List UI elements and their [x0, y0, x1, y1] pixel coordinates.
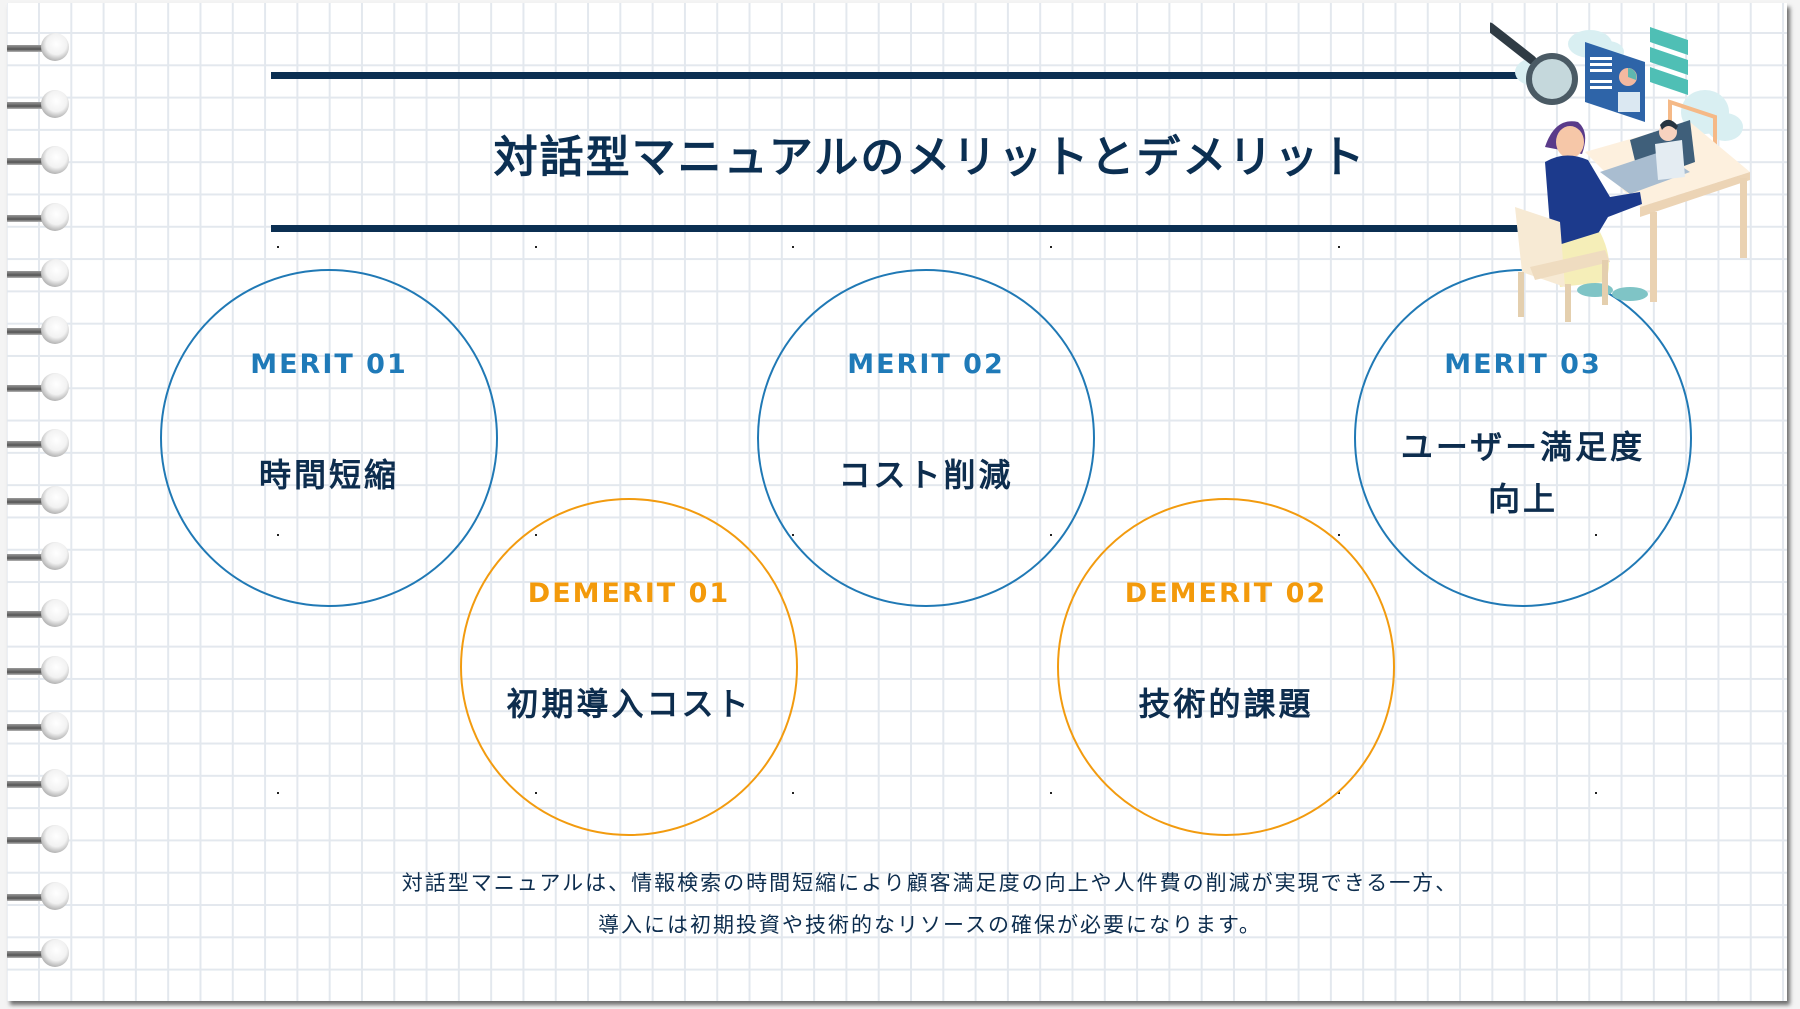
- decor-dot: [792, 246, 794, 248]
- merit-text-line-1: ユーザー満足度: [1400, 428, 1646, 466]
- binder-ring: [7, 90, 71, 120]
- merit-label: MERIT 02: [847, 349, 1005, 380]
- binder-ring: [7, 316, 71, 346]
- binder-ring: [7, 203, 71, 233]
- decor-dot: [1595, 792, 1597, 794]
- remote-person-icon: [1655, 119, 1685, 180]
- info-cards-icon: [1650, 27, 1688, 95]
- decor-dot: [535, 246, 537, 248]
- binder-ring: [7, 939, 71, 969]
- demerit-text: 技術的課題: [1138, 685, 1314, 723]
- binder-ring: [7, 373, 71, 403]
- chair-icon: [1515, 207, 1610, 322]
- binder-ring: [7, 486, 71, 516]
- merit-label: MERIT 03: [1444, 349, 1602, 380]
- merit-label: MERIT 01: [250, 349, 408, 380]
- demerit-circle-2: DEMERIT 02 技術的課題: [1057, 498, 1395, 836]
- merit-text: コスト削減: [838, 456, 1014, 494]
- binder-ring: [7, 542, 71, 572]
- decor-dot: [1338, 534, 1340, 536]
- magnifier-icon: [1490, 22, 1578, 105]
- binder-ring: [7, 769, 71, 799]
- binder-ring: [7, 825, 71, 855]
- demerit-circle-1: DEMERIT 01 初期導入コスト: [460, 498, 798, 836]
- decor-dot: [1050, 792, 1052, 794]
- decor-dot: [1338, 792, 1340, 794]
- page-title: 対話型マニュアルのメリットとデメリット: [493, 132, 1367, 183]
- merit-circle-3: MERIT 03 ユーザー満足度 向上: [1354, 269, 1692, 607]
- demerit-label: DEMERIT 02: [1124, 578, 1328, 609]
- merit-text-line-2: 向上: [1487, 480, 1558, 518]
- merit-circle-1: MERIT 01 時間短縮: [160, 269, 498, 607]
- binder-ring: [7, 712, 71, 742]
- decor-dot: [1338, 246, 1340, 248]
- merit-circle-2: MERIT 02 コスト削減: [757, 269, 1095, 607]
- binder-ring: [7, 146, 71, 176]
- business-meeting-illustration: [1490, 22, 1750, 322]
- merit-text: 時間短縮: [258, 456, 399, 494]
- merit-text: ユーザー満足度 向上: [1356, 421, 1690, 525]
- binder-ring: [7, 429, 71, 459]
- summary-line-1: 対話型マニュアルは、情報検索の時間短縮により顧客満足度の向上や人件費の削減が実現…: [401, 871, 1459, 895]
- summary-line-2: 導入には初期投資や技術的なリソースの確保が必要になります。: [598, 913, 1262, 937]
- decor-dot: [277, 246, 279, 248]
- decor-dot: [277, 792, 279, 794]
- dashboard-panel-icon: [1585, 42, 1645, 122]
- decor-dot: [1050, 246, 1052, 248]
- demerit-text: 初期導入コスト: [506, 685, 752, 723]
- binder-ring: [7, 882, 71, 912]
- binder-ring: [7, 33, 71, 63]
- decor-dot: [792, 792, 794, 794]
- demerit-label: DEMERIT 01: [527, 578, 731, 609]
- binder-ring: [7, 656, 71, 686]
- title-bottom-rule: [271, 225, 1561, 232]
- binder-ring: [7, 599, 71, 629]
- binder-ring: [7, 259, 71, 289]
- title-top-rule: [271, 72, 1561, 79]
